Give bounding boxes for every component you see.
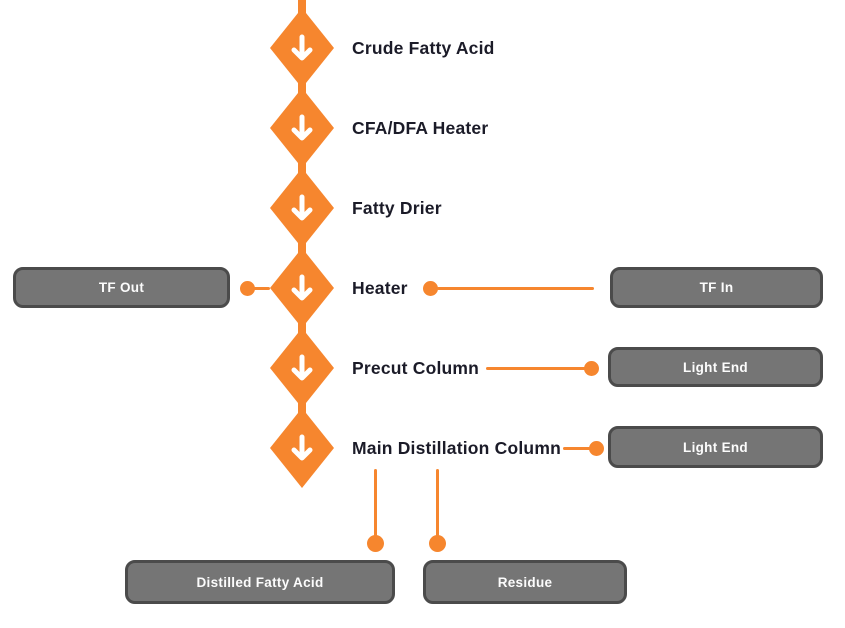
output-box-residue: Residue (423, 560, 627, 604)
arrow-down-icon (270, 328, 334, 412)
connector-dot (366, 535, 384, 552)
io-box-label: Light End (683, 359, 748, 375)
node-label-main-distillation-column: Main Distillation Column (352, 437, 561, 458)
connector-line-vertical (373, 469, 377, 537)
arrow-down-icon (270, 8, 334, 92)
connector-line-vertical (435, 469, 439, 537)
output-box-label: Distilled Fatty Acid (196, 574, 324, 590)
process-node-diamond (270, 328, 334, 408)
connector-dot (583, 360, 599, 376)
arrow-down-icon (270, 88, 334, 172)
io-box-tf-out: TF Out (13, 267, 230, 308)
connector-line (249, 286, 270, 290)
process-node-diamond (270, 168, 334, 248)
arrow-down-icon (270, 408, 334, 492)
process-node-diamond (270, 88, 334, 168)
io-box-light-end-precut: Light End (608, 347, 823, 387)
node-label-fatty-drier: Fatty Drier (352, 197, 442, 218)
arrow-down-icon (270, 248, 334, 332)
node-label-crude-fatty-acid: Crude Fatty Acid (352, 37, 495, 58)
output-box-label: Residue (497, 574, 553, 590)
node-label-heater: Heater (352, 277, 408, 298)
connector-dot (422, 280, 438, 296)
process-node-diamond (270, 8, 334, 88)
process-node-diamond (270, 408, 334, 488)
connector-dot (428, 535, 446, 552)
process-node-diamond (270, 248, 334, 328)
io-box-label: TF Out (98, 280, 145, 295)
connector-line (437, 286, 594, 290)
arrow-down-icon (270, 168, 334, 252)
io-box-label: TF In (699, 280, 734, 295)
io-box-label: Light End (683, 439, 748, 455)
connector-line (563, 446, 591, 450)
connector-dot (589, 440, 604, 456)
io-box-tf-in: TF In (610, 267, 823, 308)
connector-dot (239, 280, 255, 296)
output-box-distilled-fatty-acid: Distilled Fatty Acid (125, 560, 395, 604)
io-box-light-end-main: Light End (608, 426, 823, 468)
node-label-cfa-dfa-heater: CFA/DFA Heater (352, 117, 489, 138)
connector-line (486, 366, 586, 370)
node-label-precut-column: Precut Column (352, 357, 480, 378)
